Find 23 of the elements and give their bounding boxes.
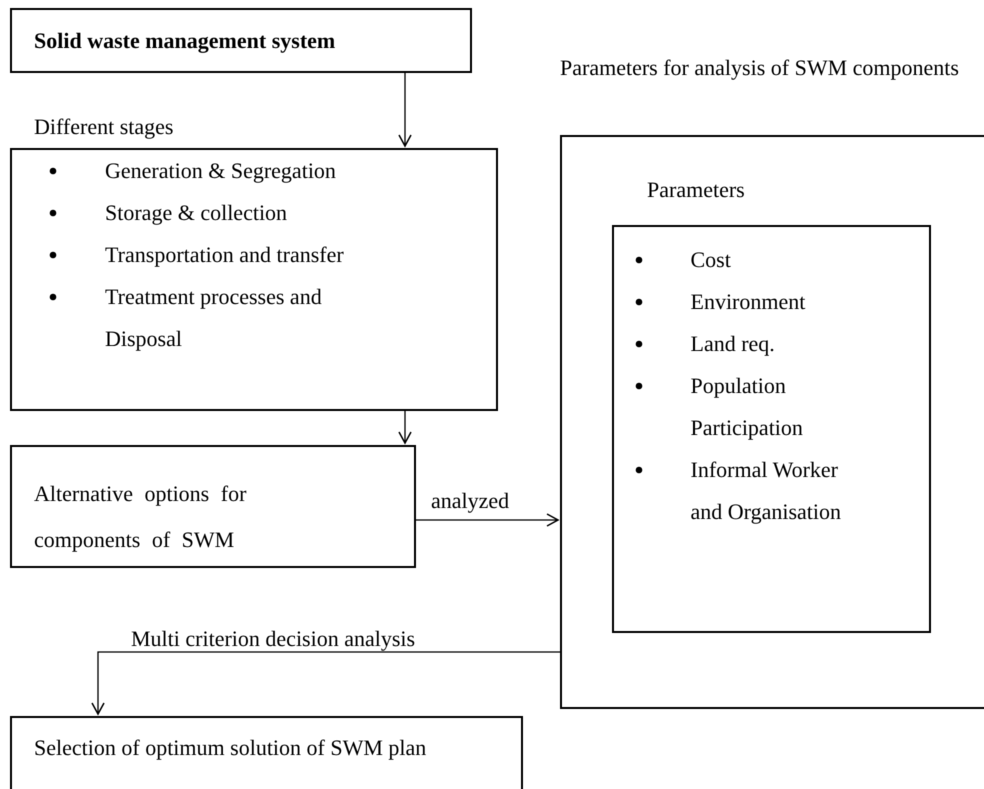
list-item: Transportation and transfer: [105, 241, 345, 269]
box-text: Parameters: [647, 177, 746, 204]
list-item: Treatment processes and Disposal: [105, 283, 323, 353]
list-item: Informal Worker and Organisation: [690, 456, 842, 526]
arrow: [398, 411, 412, 444]
arrow: [416, 513, 559, 527]
heading-text: Different stages: [34, 114, 174, 140]
arrow: [91, 651, 560, 715]
list-item: Cost: [690, 246, 732, 274]
process-box: [10, 716, 523, 789]
list-item: Land req.: [690, 330, 776, 358]
list-item: Environment: [690, 288, 806, 316]
process-box: [10, 8, 472, 73]
box-text: Alternative options for components of SWM: [34, 480, 248, 554]
heading-text: Parameters for analysis of SWM components: [560, 54, 960, 82]
process-box: [612, 224, 930, 632]
box-text: Selection of optimum solution of SWM plan: [34, 735, 428, 762]
list-item: Population Participation: [690, 372, 804, 442]
arrow: [398, 73, 412, 147]
list-item: Storage & collection: [105, 199, 288, 227]
title-text: Solid waste management system: [34, 28, 336, 54]
list-item: Generation & Segregation: [105, 157, 337, 185]
process-box: [10, 445, 416, 568]
